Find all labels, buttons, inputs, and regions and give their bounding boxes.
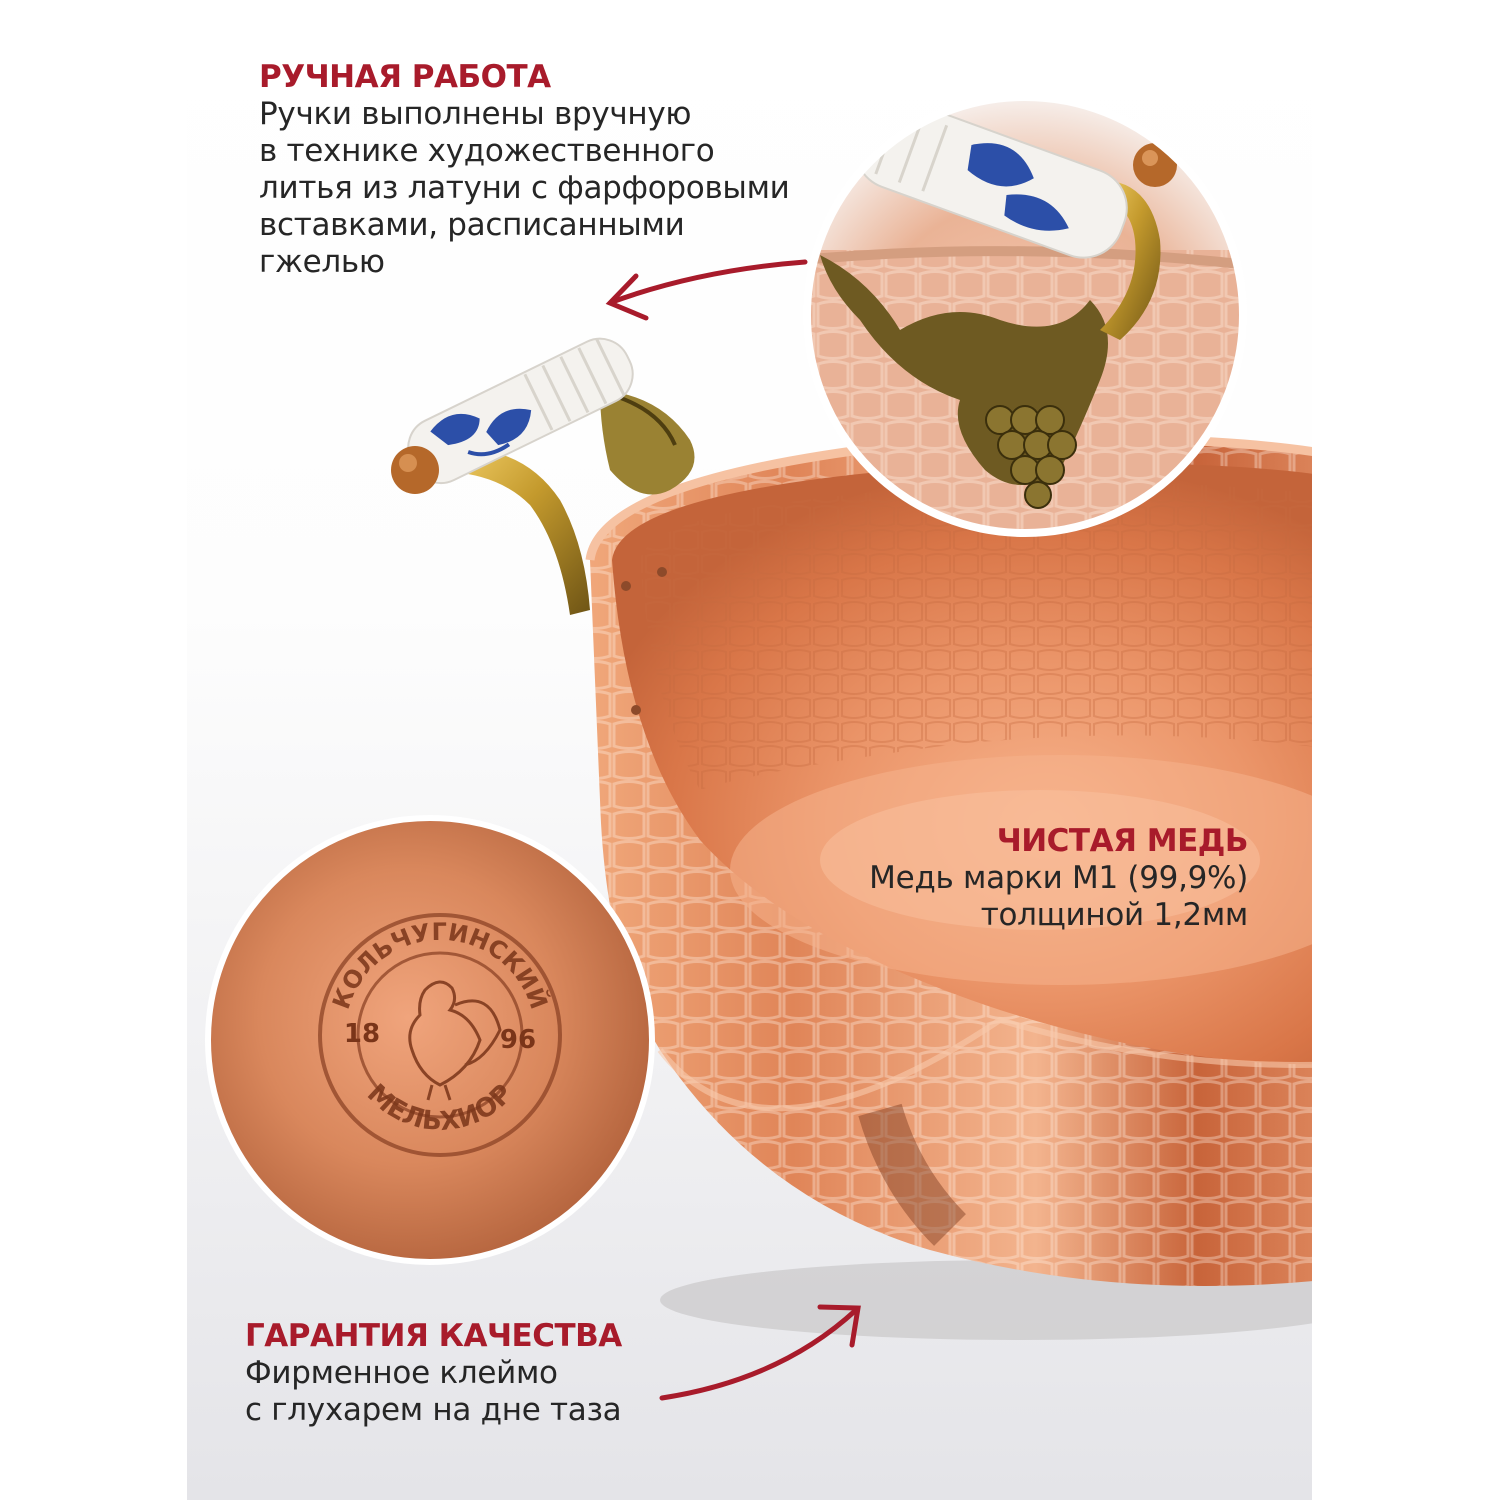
stamp-year-left: 18 — [344, 1019, 380, 1049]
stamp-zoom-circle: КОЛЬЧУГИНСКИЙ МЕЛЬХИОР 18 96 — [205, 815, 655, 1265]
pan-inner-hammered — [640, 483, 1312, 790]
handmade-description: Ручки выполнены вручную в технике художе… — [259, 96, 790, 281]
pan-bottom-highlight — [820, 790, 1260, 930]
handmade-line: Ручки выполнены вручную — [259, 96, 692, 132]
rivet — [621, 581, 631, 591]
handmade-block: РУЧНАЯ РАБОТА Ручки выполнены вручную в … — [259, 58, 790, 281]
capercaillie-icon — [408, 980, 502, 1101]
quality-description: Фирменное клеймо с глухарем на дне таза — [245, 1355, 622, 1429]
quality-line: Фирменное клеймо — [245, 1355, 558, 1391]
copper-line: толщиной 1,2мм — [980, 897, 1249, 933]
curved-arrow-left-icon — [605, 259, 808, 321]
handmade-line: в технике художественного — [259, 133, 715, 169]
handmade-line: литья из латуни с фарфоровыми — [259, 170, 790, 206]
rivet — [631, 705, 641, 715]
copper-block: ЧИСТАЯ МЕДЬ Медь марки М1 (99,9%) толщин… — [869, 822, 1248, 934]
handmade-line: гжелью — [259, 244, 385, 280]
copper-line: Медь марки М1 (99,9%) — [869, 860, 1248, 896]
quality-title: ГАРАНТИЯ КАЧЕСТВА — [245, 1318, 622, 1354]
quality-block: ГАРАНТИЯ КАЧЕСТВА Фирменное клеймо с глу… — [245, 1317, 622, 1429]
handmade-title: РУЧНАЯ РАБОТА — [259, 59, 551, 95]
copper-title: ЧИСТАЯ МЕДЬ — [996, 823, 1249, 859]
stamp-year-right: 96 — [500, 1025, 536, 1055]
pan-handle — [391, 337, 695, 615]
handmade-line: вставками, расписанными — [259, 207, 685, 243]
pan-lower-rim — [657, 1016, 1312, 1112]
pan-reflection — [858, 1103, 967, 1246]
copper-description: Медь марки М1 (99,9%) толщиной 1,2мм — [869, 860, 1248, 934]
curved-arrow-up-right-icon — [659, 1304, 861, 1401]
quality-line: с глухарем на дне таза — [245, 1392, 622, 1428]
handle-zoom-circle — [803, 93, 1247, 537]
rivet — [657, 567, 667, 577]
